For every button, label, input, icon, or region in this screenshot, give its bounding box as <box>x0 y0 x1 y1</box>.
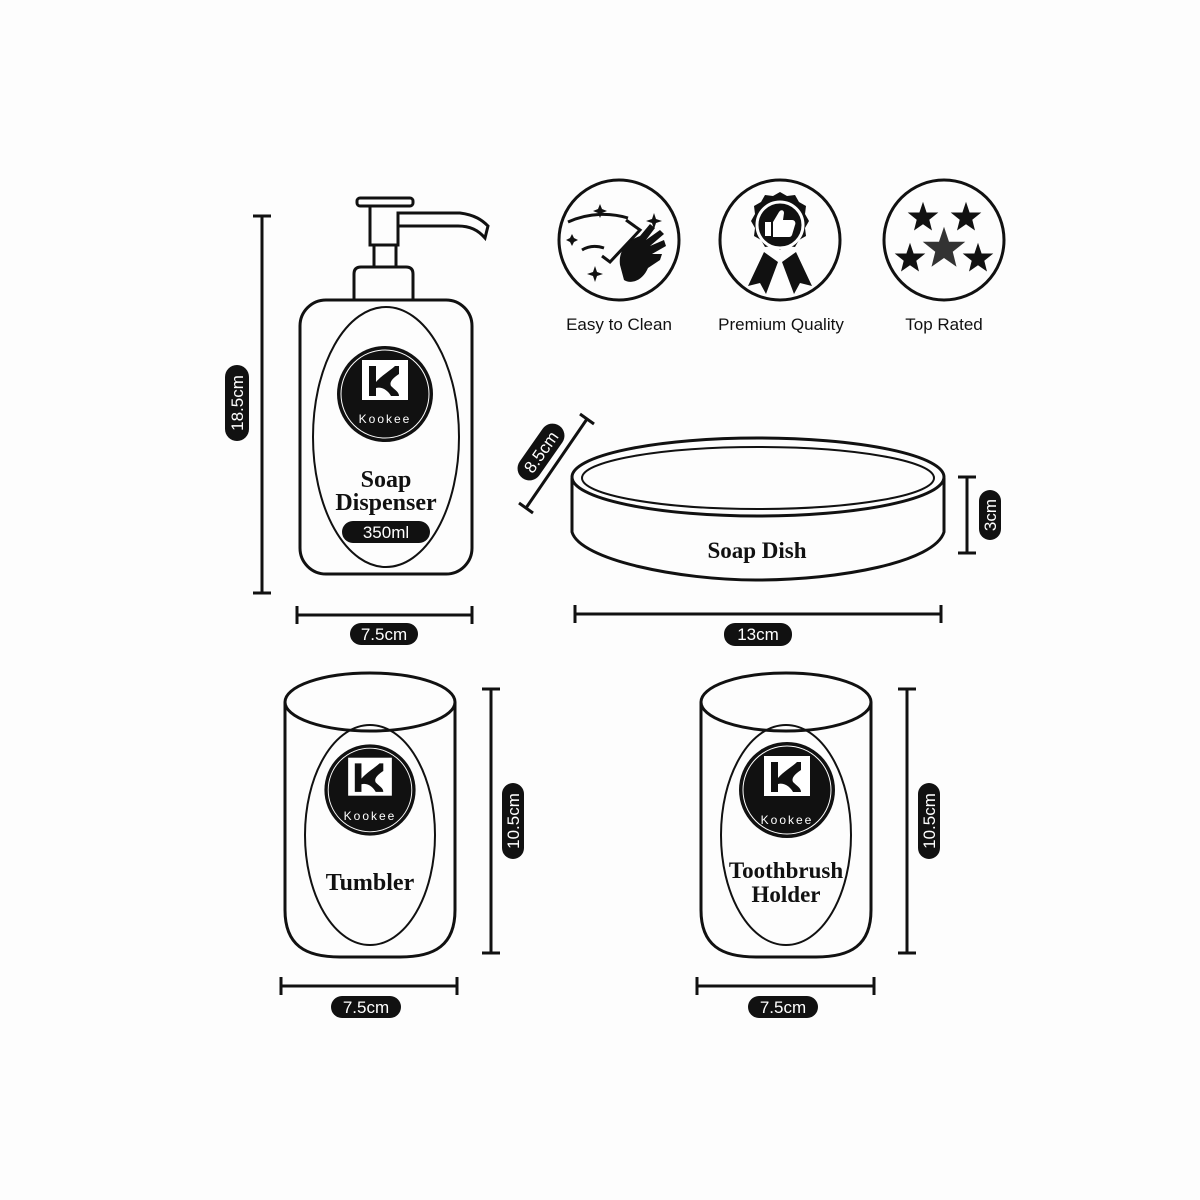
hand-wipe-icon <box>557 178 681 302</box>
five-stars-icon <box>882 178 1006 302</box>
feature-label: Top Rated <box>905 315 983 334</box>
soap-dish-illustration: Soap Dish <box>570 436 946 582</box>
toothbrush-holder-height-dimension: 10.5cm <box>898 687 940 955</box>
tumbler-width: 7.5cm <box>343 998 389 1017</box>
toothbrush-holder-width-dimension: 7.5cm <box>695 977 876 1018</box>
tumbler-height: 10.5cm <box>504 793 523 849</box>
feature-easy-to-clean: Easy to Clean <box>557 178 681 334</box>
soap-dispenser-width: 7.5cm <box>361 625 407 644</box>
toothbrush-holder-height: 10.5cm <box>920 793 939 849</box>
tumbler-height-dimension: 10.5cm <box>482 687 524 955</box>
soap-dispenser-height-dimension: 18.5cm <box>225 214 271 595</box>
toothbrush-holder-title-1: Toothbrush <box>729 858 843 883</box>
soap-dispenser-title-1: Soap <box>361 467 412 493</box>
soap-dispenser-title-2: Dispenser <box>335 490 437 516</box>
soap-dish-width: 13cm <box>737 625 779 644</box>
feature-top-rated: Top Rated <box>882 178 1006 334</box>
soap-dispenser-illustration: Kookee Soap Dispenser 350ml <box>298 196 490 576</box>
soap-dish-height-dimension: 3cm <box>958 475 1001 555</box>
toothbrush-holder-width: 7.5cm <box>760 998 806 1017</box>
brand-name: Kookee <box>359 412 412 426</box>
feature-label: Easy to Clean <box>566 315 672 334</box>
soap-dispenser-width-dimension: 7.5cm <box>295 606 474 645</box>
soap-dish-height: 3cm <box>981 499 1000 531</box>
soap-dish-title: Soap Dish <box>707 538 806 563</box>
soap-dish-width-dimension: 13cm <box>573 605 943 646</box>
feature-label: Premium Quality <box>718 315 844 334</box>
toothbrush-holder-title-2: Holder <box>752 882 821 907</box>
tumbler-illustration: Kookee Tumbler <box>283 671 457 959</box>
feature-premium-quality: Premium Quality <box>718 178 844 334</box>
soap-dispenser-capacity: 350ml <box>363 523 409 542</box>
soap-dispenser-height: 18.5cm <box>228 375 247 431</box>
toothbrush-holder-illustration: Kookee Toothbrush Holder <box>699 671 873 959</box>
thumbs-up-award-icon <box>718 178 842 302</box>
brand-name: Kookee <box>344 809 397 823</box>
tumbler-title: Tumbler <box>326 870 415 896</box>
brand-name: Kookee <box>761 813 814 827</box>
tumbler-width-dimension: 7.5cm <box>279 977 459 1018</box>
